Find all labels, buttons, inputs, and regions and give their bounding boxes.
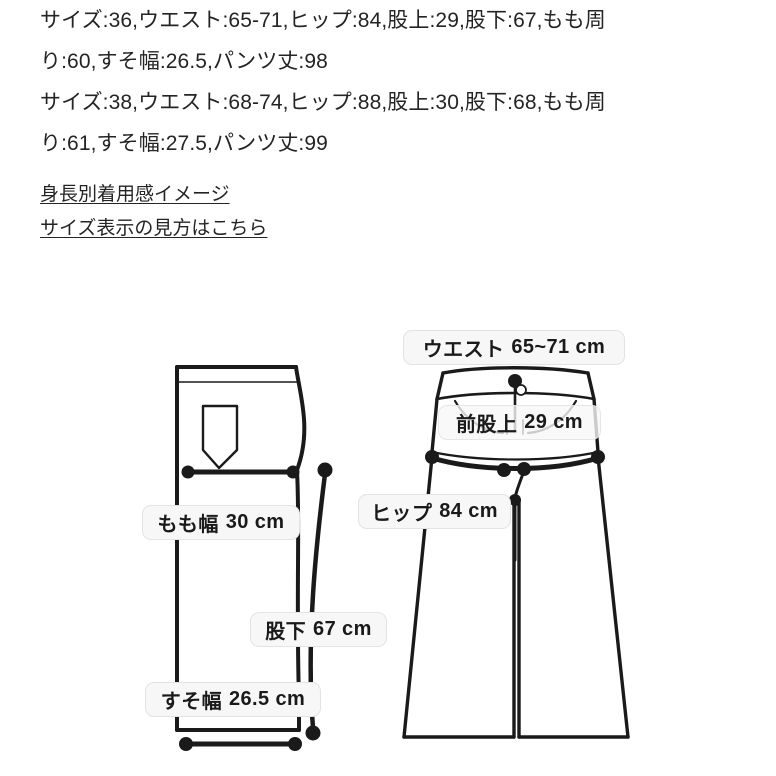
- hip-label: ヒップ 84 cm: [358, 494, 511, 529]
- waist-label: ウエスト 65~71 cm: [403, 330, 625, 365]
- hem-width-label: すそ幅 26.5 cm: [145, 682, 321, 717]
- spec-line: り:60,すそ幅:26.5,パンツ丈:98: [40, 50, 328, 73]
- waist-button-dot: [508, 374, 522, 388]
- hip-measure-dot-center-left: [497, 463, 511, 477]
- size-spec-text-block: サイズ:36,ウエスト:65-71,ヒップ:84,股上:29,股下:67,もも周…: [40, 0, 730, 164]
- hem-width-label-value: 26.5 cm: [229, 688, 306, 710]
- hem-measure-dot-right: [288, 737, 302, 751]
- inseam-label: 股下 67 cm: [250, 612, 387, 647]
- waist-label-value: 65~71 cm: [511, 336, 606, 358]
- related-links: 身長別着用感イメージ サイズ表示の見方はこちら: [40, 178, 267, 246]
- thigh-width-label-text: もも幅: [157, 514, 219, 536]
- waist-label-text: ウエスト: [422, 339, 505, 361]
- hip-label-value: 84 cm: [439, 500, 498, 522]
- spec-line: サイズ:36,ウエスト:65-71,ヒップ:84,股上:29,股下:67,もも周: [40, 9, 606, 32]
- hip-measure-dot-right: [591, 450, 605, 464]
- inseam-measure-dot-bottom: [305, 725, 321, 741]
- spec-line: サイズ:38,ウエスト:68-74,ヒップ:88,股上:30,股下:68,もも周: [40, 91, 606, 114]
- front-rise-label-value: 29 cm: [524, 411, 583, 433]
- thigh-measure-dot-right: [286, 465, 300, 479]
- inseam-measure-dot-top: [317, 462, 333, 478]
- front-rise-label: 前股上 29 cm: [438, 405, 601, 440]
- thigh-width-label: もも幅 30 cm: [142, 505, 300, 540]
- hip-measure-dot-center-right: [517, 462, 531, 476]
- hip-label-text: ヒップ: [371, 503, 433, 525]
- inseam-label-value: 67 cm: [313, 618, 372, 640]
- hem-measure-dot-left: [179, 737, 193, 751]
- thigh-measure-dot-left: [181, 465, 195, 479]
- thigh-width-label-value: 30 cm: [225, 511, 285, 533]
- hip-measure-dot-left: [425, 450, 439, 464]
- spec-line: り:61,すそ幅:27.5,パンツ丈:99: [40, 132, 328, 155]
- front-rise-label-text: 前股上: [456, 414, 518, 436]
- hem-width-label-text: すそ幅: [160, 691, 222, 713]
- button-hole-circle: [515, 384, 527, 396]
- size-guide-link[interactable]: サイズ表示の見方はこちら: [40, 218, 268, 239]
- inseam-label-text: 股下: [265, 621, 307, 643]
- height-fit-image-link[interactable]: 身長別着用感イメージ: [40, 184, 230, 205]
